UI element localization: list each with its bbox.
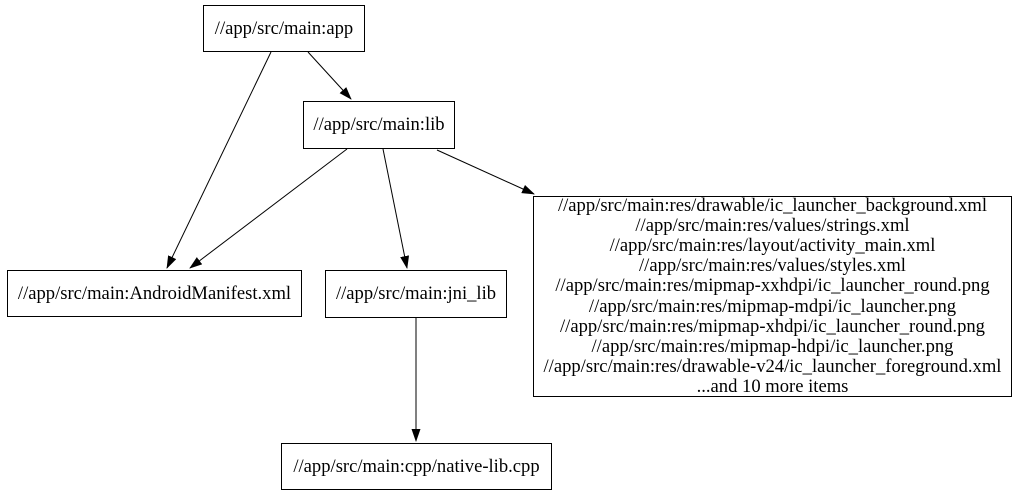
node-app: //app/src/main:app — [203, 5, 365, 52]
res-file-line: //app/src/main:res/mipmap-xhdpi/ic_launc… — [560, 315, 985, 337]
edge-lib-to-res-files — [436, 149, 535, 195]
node-jni-lib: //app/src/main:jni_lib — [325, 270, 507, 318]
res-file-line: //app/src/main:res/values/styles.xml — [639, 255, 906, 277]
node-jni-lib-label: //app/src/main:jni_lib — [335, 283, 497, 304]
res-file-line: //app/src/main:res/drawable-v24/ic_launc… — [543, 355, 1002, 377]
node-lib-label: //app/src/main:lib — [313, 114, 445, 135]
node-android-manifest: //app/src/main:AndroidManifest.xml — [7, 270, 302, 317]
node-res-files: //app/src/main:res/drawable/ic_launcher_… — [533, 195, 1012, 397]
res-file-line: //app/src/main:res/mipmap-xxhdpi/ic_laun… — [555, 275, 990, 297]
edge-lib-to-jni-lib — [382, 148, 410, 269]
node-native-lib-cpp: //app/src/main:cpp/native-lib.cpp — [281, 443, 552, 490]
res-file-line: //app/src/main:res/drawable/ic_launcher_… — [557, 195, 988, 217]
edge-app-to-android-manifest — [166, 51, 272, 269]
res-files-more-items: ...and 10 more items — [696, 375, 849, 397]
edge-lib-to-android-manifest — [189, 148, 348, 269]
node-lib: //app/src/main:lib — [303, 101, 455, 149]
edge-app-to-lib — [307, 51, 352, 100]
res-file-line: //app/src/main:res/values/strings.xml — [635, 215, 910, 237]
node-native-lib-cpp-label: //app/src/main:cpp/native-lib.cpp — [293, 455, 540, 477]
node-android-manifest-label: //app/src/main:AndroidManifest.xml — [17, 282, 292, 304]
node-app-label: //app/src/main:app — [214, 17, 354, 39]
res-file-line: //app/src/main:res/layout/activity_main.… — [609, 235, 936, 257]
res-file-line: //app/src/main:res/mipmap-hdpi/ic_launch… — [591, 335, 954, 357]
res-file-line: //app/src/main:res/mipmap-mdpi/ic_launch… — [588, 295, 957, 317]
